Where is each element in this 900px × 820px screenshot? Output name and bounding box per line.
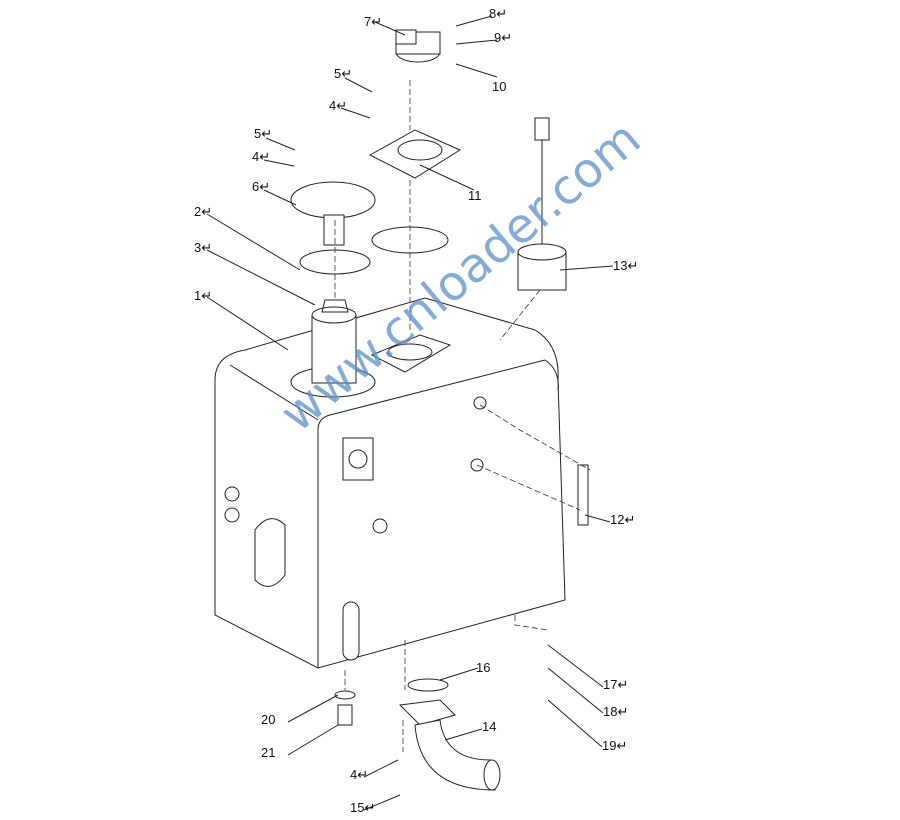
cover-assembly — [368, 29, 462, 373]
filter-assembly — [290, 181, 376, 398]
leader-lines — [206, 15, 614, 811]
callout-9: 9↵ — [494, 30, 513, 45]
callout-3: 3↵ — [194, 240, 213, 255]
callout-18: 18↵ — [603, 704, 629, 719]
callout-19: 19↵ — [602, 738, 628, 753]
callout-11: 11 — [468, 188, 482, 203]
callout-14: 14 — [482, 719, 497, 734]
callout-4: 4↵ — [329, 98, 348, 113]
callout-4: 4↵ — [252, 149, 271, 164]
callout-16: 16 — [476, 660, 491, 675]
side-cover-plate — [254, 518, 286, 587]
callout-10: 10 — [492, 79, 507, 94]
callout-1: 1↵ — [194, 288, 213, 303]
callout-15: 15↵ — [350, 800, 376, 815]
callout-5: 5↵ — [334, 66, 353, 81]
level-sensor — [517, 117, 567, 291]
outlet-elbow — [398, 678, 501, 791]
callout-5: 5↵ — [254, 126, 273, 141]
callout-2: 2↵ — [194, 204, 213, 219]
callout-17: 17↵ — [603, 677, 629, 692]
callout-12: 12↵ — [610, 512, 636, 527]
side-flange — [342, 437, 374, 481]
callout-4: 4↵ — [350, 767, 369, 782]
callout-20: 20 — [261, 712, 276, 727]
callout-7: 7↵ — [364, 14, 383, 29]
callout-21: 21 — [261, 745, 276, 760]
callout-6: 6↵ — [252, 179, 271, 194]
callout-13: 13↵ — [613, 258, 639, 273]
drain-plate — [342, 601, 360, 661]
callout-8: 8↵ — [489, 6, 508, 21]
